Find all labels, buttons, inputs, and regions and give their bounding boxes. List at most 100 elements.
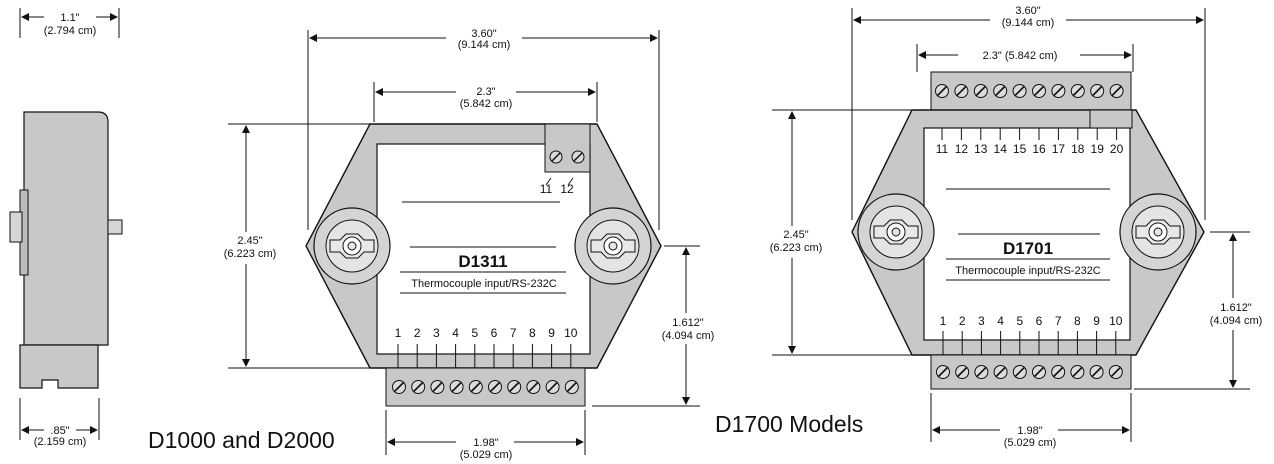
- d1000-bottom-terminal-6: 6: [491, 326, 498, 340]
- d1700-caption: D1700 Models: [715, 411, 863, 437]
- d1000-bottom-label: 1.98": [473, 437, 498, 449]
- d1000-bottom-screws: [392, 380, 579, 394]
- d1700-bottom-terminal-6: 6: [1036, 314, 1043, 328]
- d1000-mount-left: [313, 207, 391, 285]
- d1700-bottom-screw-icon: [955, 365, 970, 379]
- d1000-bottom-terminal-10: 10: [564, 326, 578, 340]
- side-jack: [107, 219, 123, 235]
- d1700-top-terminal-13: 13: [974, 142, 988, 156]
- d1700-height-cm-label: (6.223 cm): [770, 242, 823, 254]
- d1000-bottom-terminal-1: 1: [395, 326, 402, 340]
- d1000-bottom-screw-icon: [468, 380, 483, 394]
- d1700-bottom-terminal-5: 5: [1016, 314, 1023, 328]
- d1700-bottom-terminal-10: 10: [1109, 314, 1123, 328]
- side-width-label: 1.1": [60, 12, 79, 24]
- d1000-bottom-screw-icon: [430, 380, 445, 394]
- d1000-bottom-cm-label: (5.029 cm): [460, 449, 513, 461]
- side-view: 1.1" (2.794 cm) .85" (2.159 cm): [9, 8, 123, 448]
- d1700-bottom-label: 1.98": [1017, 425, 1042, 437]
- d1000-mount-label: 1.612": [672, 317, 704, 329]
- d1700-bottom-terminal-3: 3: [978, 314, 985, 328]
- d1700-top-terminal-15: 15: [1013, 142, 1027, 156]
- d1700-top-terminal-20: 20: [1110, 142, 1124, 156]
- d1000-width-label: 3.60": [471, 28, 496, 40]
- d1700-bottom-screw-icon: [1012, 365, 1027, 379]
- side-bottom-width-label: .85": [50, 425, 69, 437]
- d1000-mount-right: [574, 207, 652, 285]
- d1700-top-terminal-18: 18: [1071, 142, 1085, 156]
- d1700-top-screws: [935, 84, 1124, 98]
- d1700-top-screw-icon: [1070, 84, 1085, 98]
- d1700-mount-left: [857, 193, 935, 271]
- d1700-bottom-terminal-4: 4: [997, 314, 1004, 328]
- d1700-top-screw-icon: [993, 84, 1008, 98]
- d1700-bottom-screw-icon: [1070, 365, 1085, 379]
- d1700-mount-label: 1.612": [1220, 302, 1252, 314]
- d1000-height-label: 2.45": [237, 235, 262, 247]
- d1000-bottom-screw-icon: [488, 380, 502, 394]
- d1700-bottom-screw-icon: [1032, 365, 1046, 379]
- d1000-bottom-screw-icon: [564, 380, 579, 394]
- d1700-top-terminal-14: 14: [994, 142, 1008, 156]
- d1700-width-cm-label: (9.144 cm): [1002, 17, 1055, 29]
- d1000-front-view: 3.60" (9.144 cm) 2.3" (5.842 cm) 2.45" (…: [148, 28, 714, 461]
- d1700-bottom-screw-icon: [974, 365, 989, 379]
- d1700-description: Thermocouple input/RS-232C: [955, 265, 1101, 277]
- d1000-bottom-terminal-9: 9: [548, 326, 555, 340]
- d1700-bottom-terminal-2: 2: [959, 314, 966, 328]
- d1000-inner-cm-label: (5.842 cm): [460, 98, 513, 110]
- d1000-bottom-terminal-5: 5: [471, 326, 478, 340]
- d1700-front-view: 3.60" (9.144 cm) 2.3" (5.842 cm) 2.45" (…: [715, 5, 1262, 449]
- d1000-bottom-terminal-2: 2: [414, 326, 421, 340]
- d1700-top-tab: [1089, 109, 1133, 129]
- d1700-top-screw-icon: [1051, 84, 1066, 98]
- d1700-model-label: D1701: [1003, 239, 1053, 258]
- d1700-bottom-screw-icon: [1051, 365, 1066, 379]
- side-body: [23, 111, 109, 346]
- d1000-bottom-screw-icon: [411, 380, 426, 394]
- d1000-inner-label: 2.3": [476, 86, 495, 98]
- d1700-top-screw-icon: [954, 84, 969, 98]
- d1000-description: Thermocouple input/RS-232C: [411, 278, 557, 290]
- d1700-bottom-terminal-7: 7: [1055, 314, 1062, 328]
- d1700-bottom-screw-icon: [1089, 365, 1104, 379]
- side-terminal-block: [19, 344, 99, 389]
- d1700-bottom-terminal-8: 8: [1074, 314, 1081, 328]
- d1700-mount-cm-label: (4.094 cm): [1210, 315, 1263, 327]
- d1000-bottom-terminal-3: 3: [433, 326, 440, 340]
- d1000-caption: D1000 and D2000: [148, 427, 335, 453]
- d1000-bottom-screw-icon: [449, 380, 464, 394]
- d1700-top-terminal-19: 19: [1091, 142, 1105, 156]
- d1700-top-screw-icon: [935, 84, 949, 98]
- d1700-bottom-screw-icon: [993, 365, 1008, 379]
- d1000-width-cm-label: (9.144 cm): [458, 39, 511, 51]
- d1700-top-terminal-11: 11: [936, 142, 949, 156]
- d1000-face: [376, 143, 591, 355]
- d1700-top-screw-icon: [1012, 84, 1027, 98]
- d1700-width-label: 3.60": [1015, 5, 1040, 17]
- d1000-bottom-screw-icon: [545, 380, 560, 394]
- d1700-mount-right: [1119, 193, 1197, 271]
- d1700-bottom-screw-icon: [1108, 365, 1123, 379]
- d1000-bottom-screw-icon: [526, 380, 541, 394]
- d1000-top-terminal-11: 11: [540, 182, 553, 196]
- d1700-height-label: 2.45": [783, 229, 808, 241]
- d1000-model-label: D1311: [458, 252, 507, 271]
- d1700-bottom-screw-icon: [936, 365, 950, 379]
- d1700-top-screw-icon: [1109, 84, 1124, 98]
- d1700-top-screw-icon: [1032, 84, 1046, 98]
- d1000-bottom-terminal-7: 7: [510, 326, 517, 340]
- d1700-bottom-terminal-1: 1: [940, 314, 947, 328]
- d1700-top-terminal-16: 16: [1032, 142, 1046, 156]
- d1000-bottom-terminal-8: 8: [529, 326, 536, 340]
- d1000-height-cm-label: (6.223 cm): [224, 248, 277, 260]
- d1700-top-screw-icon: [1090, 84, 1105, 98]
- d1000-bottom-terminal-4: 4: [452, 326, 459, 340]
- d1700-top-screw-icon: [973, 84, 988, 98]
- d1700-bottom-screws: [936, 365, 1123, 379]
- side-bottom-width-cm-label: (2.159 cm): [34, 436, 87, 448]
- side-connector: [9, 211, 23, 243]
